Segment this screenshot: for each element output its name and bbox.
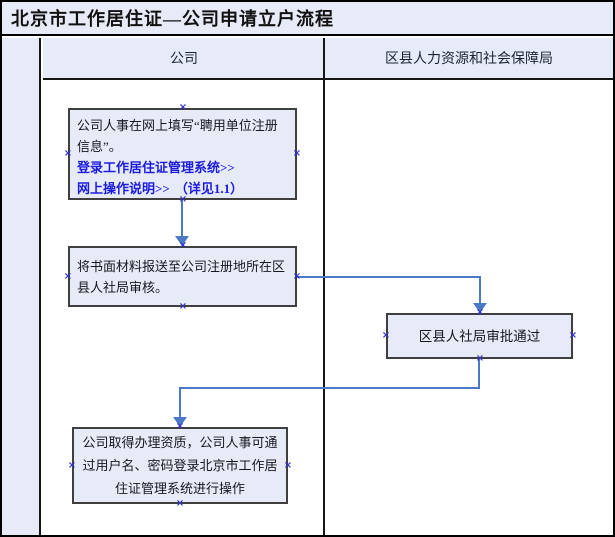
title-bar: 北京市工作居住证—公司申请立户流程 (2, 2, 613, 36)
step-submit-materials: 将书面材料报送至公司注册地所在区县人社局审核。 (68, 246, 297, 307)
lane-divider (323, 38, 325, 535)
arrowhead-step2 (175, 236, 189, 246)
see-reference-note: （详见1.1） (174, 181, 244, 196)
step-fill-registration-info: 公司人事在网上填写“聘用单位注册信息”。 登录工作居住证管理系统>> 网上操作说… (68, 108, 297, 200)
lane-header-band: 公司 区县人力资源和社会保障局 (43, 38, 613, 80)
swimlane-gutter (2, 38, 41, 535)
step-company-qualified: 公司取得办理资质，公司人事可通过用户名、密码登录北京市工作居住证管理系统进行操作 (72, 427, 288, 504)
arrowhead-step3 (473, 303, 487, 313)
step-text: 公司人事在网上填写“聘用单位注册信息”。 (77, 118, 278, 154)
step-text: 公司取得办理资质，公司人事可通过用户名、密码登录北京市工作居住证管理系统进行操作 (82, 435, 278, 496)
step-text: 将书面材料报送至公司注册地所在区县人社局审核。 (77, 259, 286, 295)
step-bureau-approval: 区县人社局审批通过 (386, 313, 573, 359)
page-title: 北京市工作居住证—公司申请立户流程 (11, 9, 334, 29)
arrowhead-step4 (173, 417, 187, 427)
online-guide-link[interactable]: 网上操作说明>> (77, 181, 170, 196)
login-system-link[interactable]: 登录工作居住证管理系统>> (77, 160, 235, 175)
arrow-step3-to-step4 (179, 359, 480, 418)
lane-header-company: 公司 (170, 52, 198, 67)
lane-header-bureau: 区县人力资源和社会保障局 (385, 52, 553, 67)
step-text: 区县人社局审批通过 (418, 328, 541, 344)
